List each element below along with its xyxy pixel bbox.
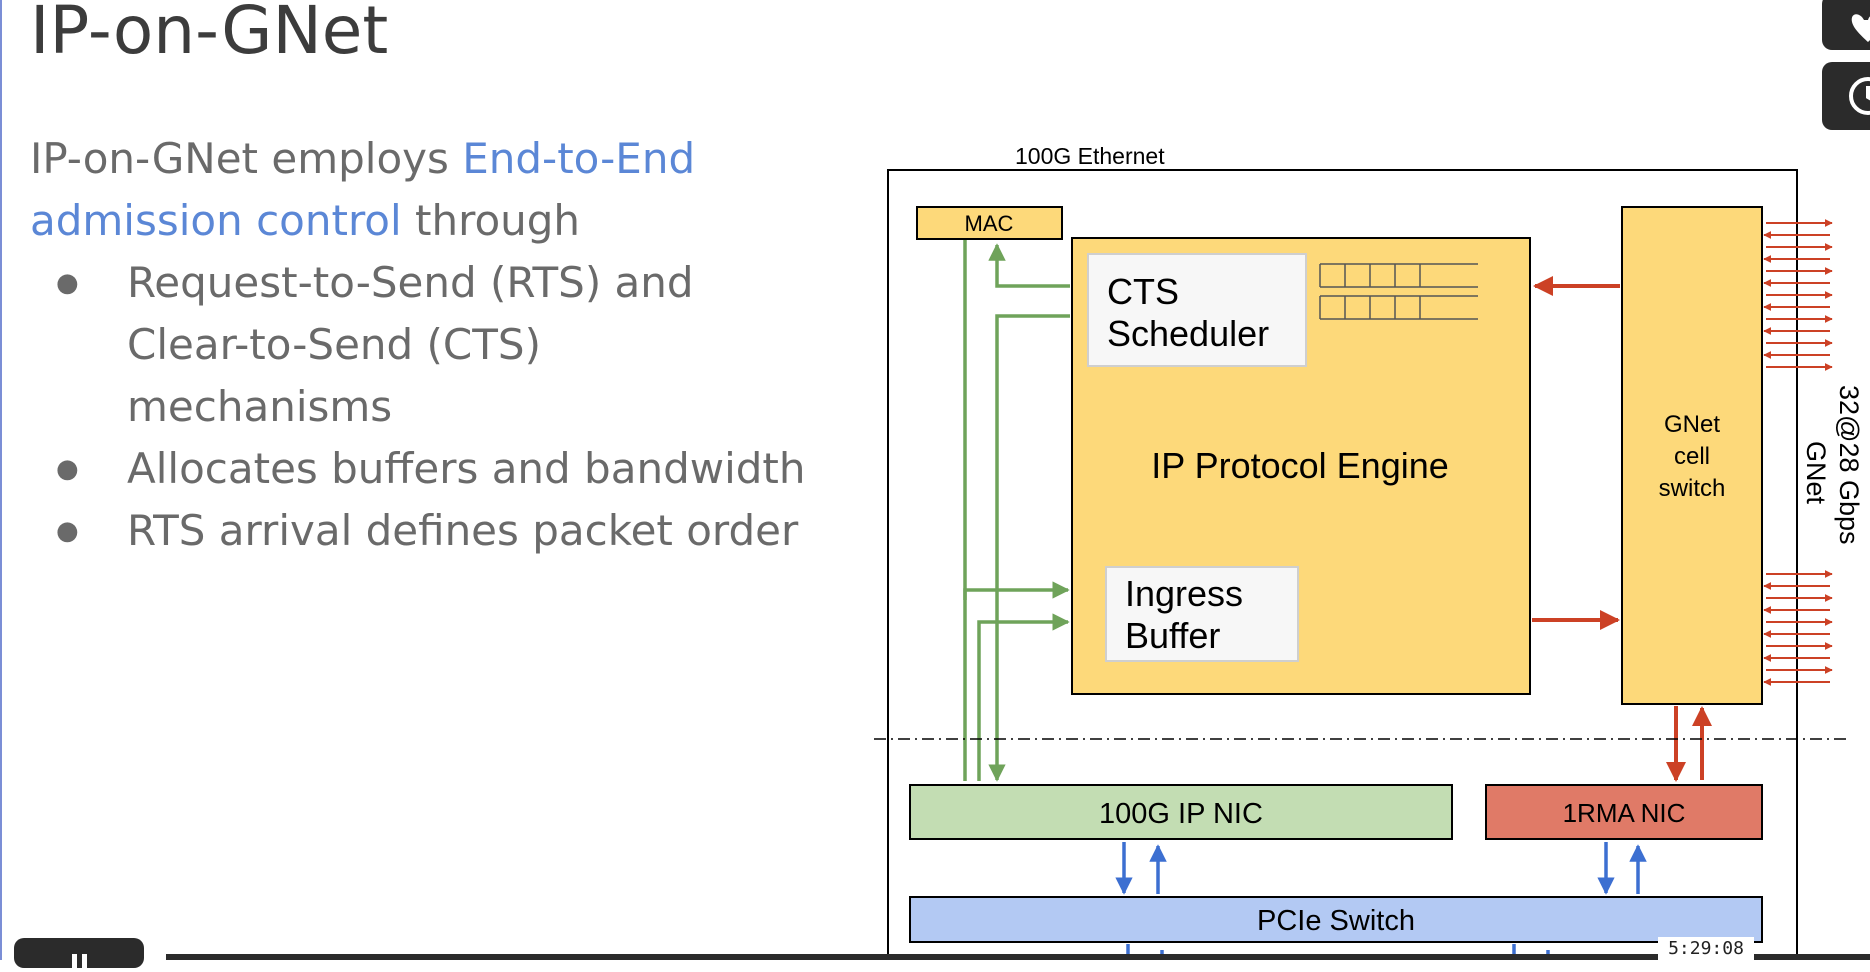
ip-nic-box (909, 784, 1453, 840)
cts-scheduler-box (1087, 253, 1307, 367)
blue-pcie-paths (1115, 842, 1647, 960)
bullet-item: RTS arrival defines packet order (30, 500, 810, 562)
slide-body: IP-on-GNet employs End-to-End admission … (30, 128, 810, 562)
slide-title: IP-on-GNet (30, 0, 389, 69)
ingress-line2: Buffer (1125, 615, 1220, 656)
play-pause-button[interactable] (14, 938, 144, 968)
cts-line2: Scheduler (1107, 313, 1269, 354)
progress-bar[interactable] (166, 954, 1870, 960)
ingress-buffer-box (1105, 566, 1299, 662)
gnet-links-lower (1763, 570, 1833, 686)
mac-label: MAC (965, 211, 1014, 236)
bullet-item: Request-to-Send (RTS) and Clear-to-Send … (30, 252, 810, 438)
pcie-label: PCIe Switch (1257, 905, 1415, 937)
intro-text: IP-on-GNet employs End-to-End admission … (30, 128, 810, 252)
heart-button[interactable] (1822, 0, 1870, 50)
pause-icon (72, 954, 87, 968)
rma-nic-box (1485, 784, 1763, 840)
queue-grid-icon (1319, 263, 1478, 320)
ethernet-label: 100G Ethernet (1015, 143, 1165, 169)
timestamp: 5:29:08 (1658, 937, 1754, 960)
mac-box (916, 206, 1063, 240)
heart-icon (1851, 14, 1870, 42)
pcie-switch-box (909, 896, 1763, 943)
bullet-list: Request-to-Send (RTS) and Clear-to-Send … (30, 252, 810, 562)
rma-nic-label: 1RMA NIC (1563, 798, 1686, 828)
intro-before: IP-on-GNet employs (30, 134, 463, 183)
side-line1: 32@28 Gbps (1834, 385, 1864, 545)
bullet-item: Allocates buffers and bandwidth (30, 438, 810, 500)
gnet-link-label: 32@28 Gbps GNet (1801, 385, 1864, 545)
chassis-box (887, 169, 1798, 960)
gnet-cell-switch (1621, 206, 1763, 705)
clock-icon (1849, 77, 1870, 115)
ip-nic-label: 100G IP NIC (1099, 798, 1263, 830)
green-data-paths (963, 240, 1070, 782)
intro-highlight: End-to-End admission control (30, 134, 696, 245)
gnet-line2: cell (1674, 443, 1710, 470)
history-button[interactable] (1822, 62, 1870, 130)
gnet-line3: switch (1659, 475, 1726, 502)
gnet-line1: GNet (1664, 411, 1720, 438)
ingress-line1: Ingress (1125, 573, 1243, 614)
intro-after: through (401, 196, 581, 245)
slide-left-rule (0, 0, 2, 960)
gnet-links-upper (1763, 219, 1833, 371)
side-line2: GNet (1801, 441, 1831, 505)
engine-label: IP Protocol Engine (1151, 445, 1449, 486)
cts-line1: CTS (1107, 271, 1179, 312)
